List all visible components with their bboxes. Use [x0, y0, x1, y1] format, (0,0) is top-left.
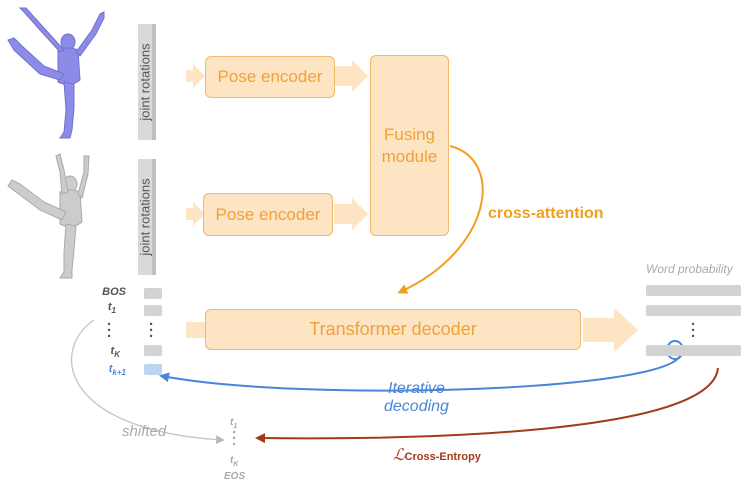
token-t1-label: t1 — [107, 301, 116, 316]
fusing-label-line1: Fusing — [383, 124, 436, 144]
token-box — [144, 305, 162, 316]
word-probability-bar — [646, 345, 741, 356]
token-tk1-label: tk+1 — [108, 363, 126, 378]
cross-attention-arrow — [397, 145, 484, 294]
cross-attention-label: cross-attention — [488, 205, 604, 222]
arrow-tokens-decoder — [186, 322, 205, 338]
token-box — [144, 288, 162, 299]
pose-encoder-label: Pose encoder — [217, 67, 323, 86]
fusing-module: Fusing module — [370, 55, 449, 236]
arrow-decoder-output — [583, 308, 638, 352]
arrow-encoder1-fusing — [334, 60, 368, 92]
joint-rotations-label: joint rotations — [137, 43, 153, 121]
arrow-jr1-encoder — [186, 64, 205, 88]
cross-entropy-arrow — [255, 367, 719, 444]
transformer-decoder: Transformer decoder — [205, 309, 581, 350]
iterative-decoding-arrow — [159, 355, 681, 392]
joint-rotations-block-2: joint rotations — [138, 159, 156, 275]
token-tk-label: tK — [110, 345, 120, 360]
word-probability-title: Word probability — [646, 262, 733, 276]
token-box — [144, 345, 162, 356]
shifted-token-t1: t1 — [230, 417, 238, 430]
shifted-token-eos: EOS — [224, 471, 246, 482]
pose-encoder-2: Pose encoder — [203, 193, 333, 236]
token-box-ellipsis: ··· — [149, 316, 154, 345]
pose-encoder-label: Pose encoder — [215, 204, 321, 224]
iterative-decoding-label: Iterative decoding — [384, 380, 449, 415]
token-bos-label: BOS — [102, 286, 126, 298]
shifted-token-ellipsis: ··· — [232, 424, 237, 453]
word-probability-bar — [646, 305, 741, 316]
pose-encoder-1: Pose encoder — [205, 56, 335, 98]
shifted-token-tk: tK — [230, 455, 239, 468]
shifted-label: shifted — [122, 423, 167, 440]
cross-entropy-label: ℒCross-Entropy — [393, 445, 481, 464]
shifted-arrow — [70, 319, 225, 445]
token-ellipsis: ··· — [107, 316, 112, 345]
arrow-jr2-encoder — [186, 202, 205, 226]
fusing-label-line2: module — [381, 146, 438, 166]
word-probability-ellipsis: ··· — [691, 316, 696, 345]
joint-rotations-block-1: joint rotations — [138, 24, 156, 140]
arrow-encoder2-fusing — [334, 198, 368, 230]
decoder-label: Transformer decoder — [309, 319, 477, 339]
pose-figure-gray — [7, 153, 90, 279]
pose-figure-purple — [7, 7, 105, 139]
word-probability-bar — [646, 285, 741, 296]
token-box-new — [144, 364, 162, 375]
joint-rotations-label: joint rotations — [137, 178, 153, 256]
